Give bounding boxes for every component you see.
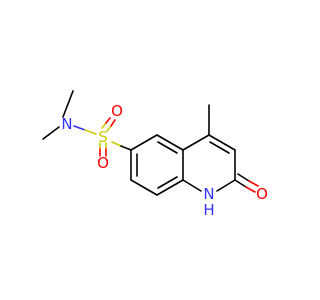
- bond-c6-c5: [130, 134, 158, 151]
- atom-label-oxygen-carbonyl: O: [256, 185, 268, 203]
- bond-c8-c7: [130, 179, 158, 196]
- bond-s-o-top-a: [101, 122, 107, 129]
- atom-label-oxygen-top: O: [111, 102, 123, 120]
- bond-s-c6-a: [111, 141, 122, 147]
- bond-c2-o-d: [248, 180, 259, 187]
- bond-c2-o-b: [245, 186, 256, 193]
- atom-label-n-ring: N: [203, 185, 214, 203]
- bond-c2-o-c: [237, 173, 250, 182]
- atom-label-sulfur: S: [98, 128, 108, 146]
- bond-n-methyl-top: [62, 90, 74, 118]
- atom-label-oxygen-bottom: O: [97, 154, 109, 172]
- atom-labels: N S O O N H O: [61, 102, 268, 219]
- bond-c4-c3: [208, 134, 236, 151]
- bond-c2-o-a: [234, 179, 247, 188]
- bond-s-o-top-c: [106, 125, 112, 132]
- bond-n-methyl-bottom: [42, 126, 60, 140]
- bond-c4-c3-inner: [209, 141, 230, 154]
- bond-c2-n1: [216, 179, 236, 192]
- bonds: [42, 90, 259, 196]
- bond-s-o-top-b: [105, 117, 111, 124]
- bond-c8a-c8-inner: [157, 176, 178, 189]
- molecule-structure-diagram: N S O O N H O: [42, 90, 268, 219]
- bond-s-c6-b: [120, 145, 132, 151]
- bond-c8a-c8: [156, 179, 184, 196]
- bond-c5-c4a-inner: [157, 141, 178, 154]
- bond-n-s-a: [73, 125, 86, 131]
- bond-n1-c8a: [182, 179, 202, 192]
- bond-n-s-b: [84, 129, 97, 135]
- atom-label-n-sulfonamide: N: [61, 115, 72, 133]
- bond-c4a-c4: [182, 134, 210, 151]
- atom-label-h-ring: H: [203, 201, 214, 219]
- bond-c5-c4a: [156, 134, 184, 151]
- bond-s-o-top-d: [110, 119, 116, 127]
